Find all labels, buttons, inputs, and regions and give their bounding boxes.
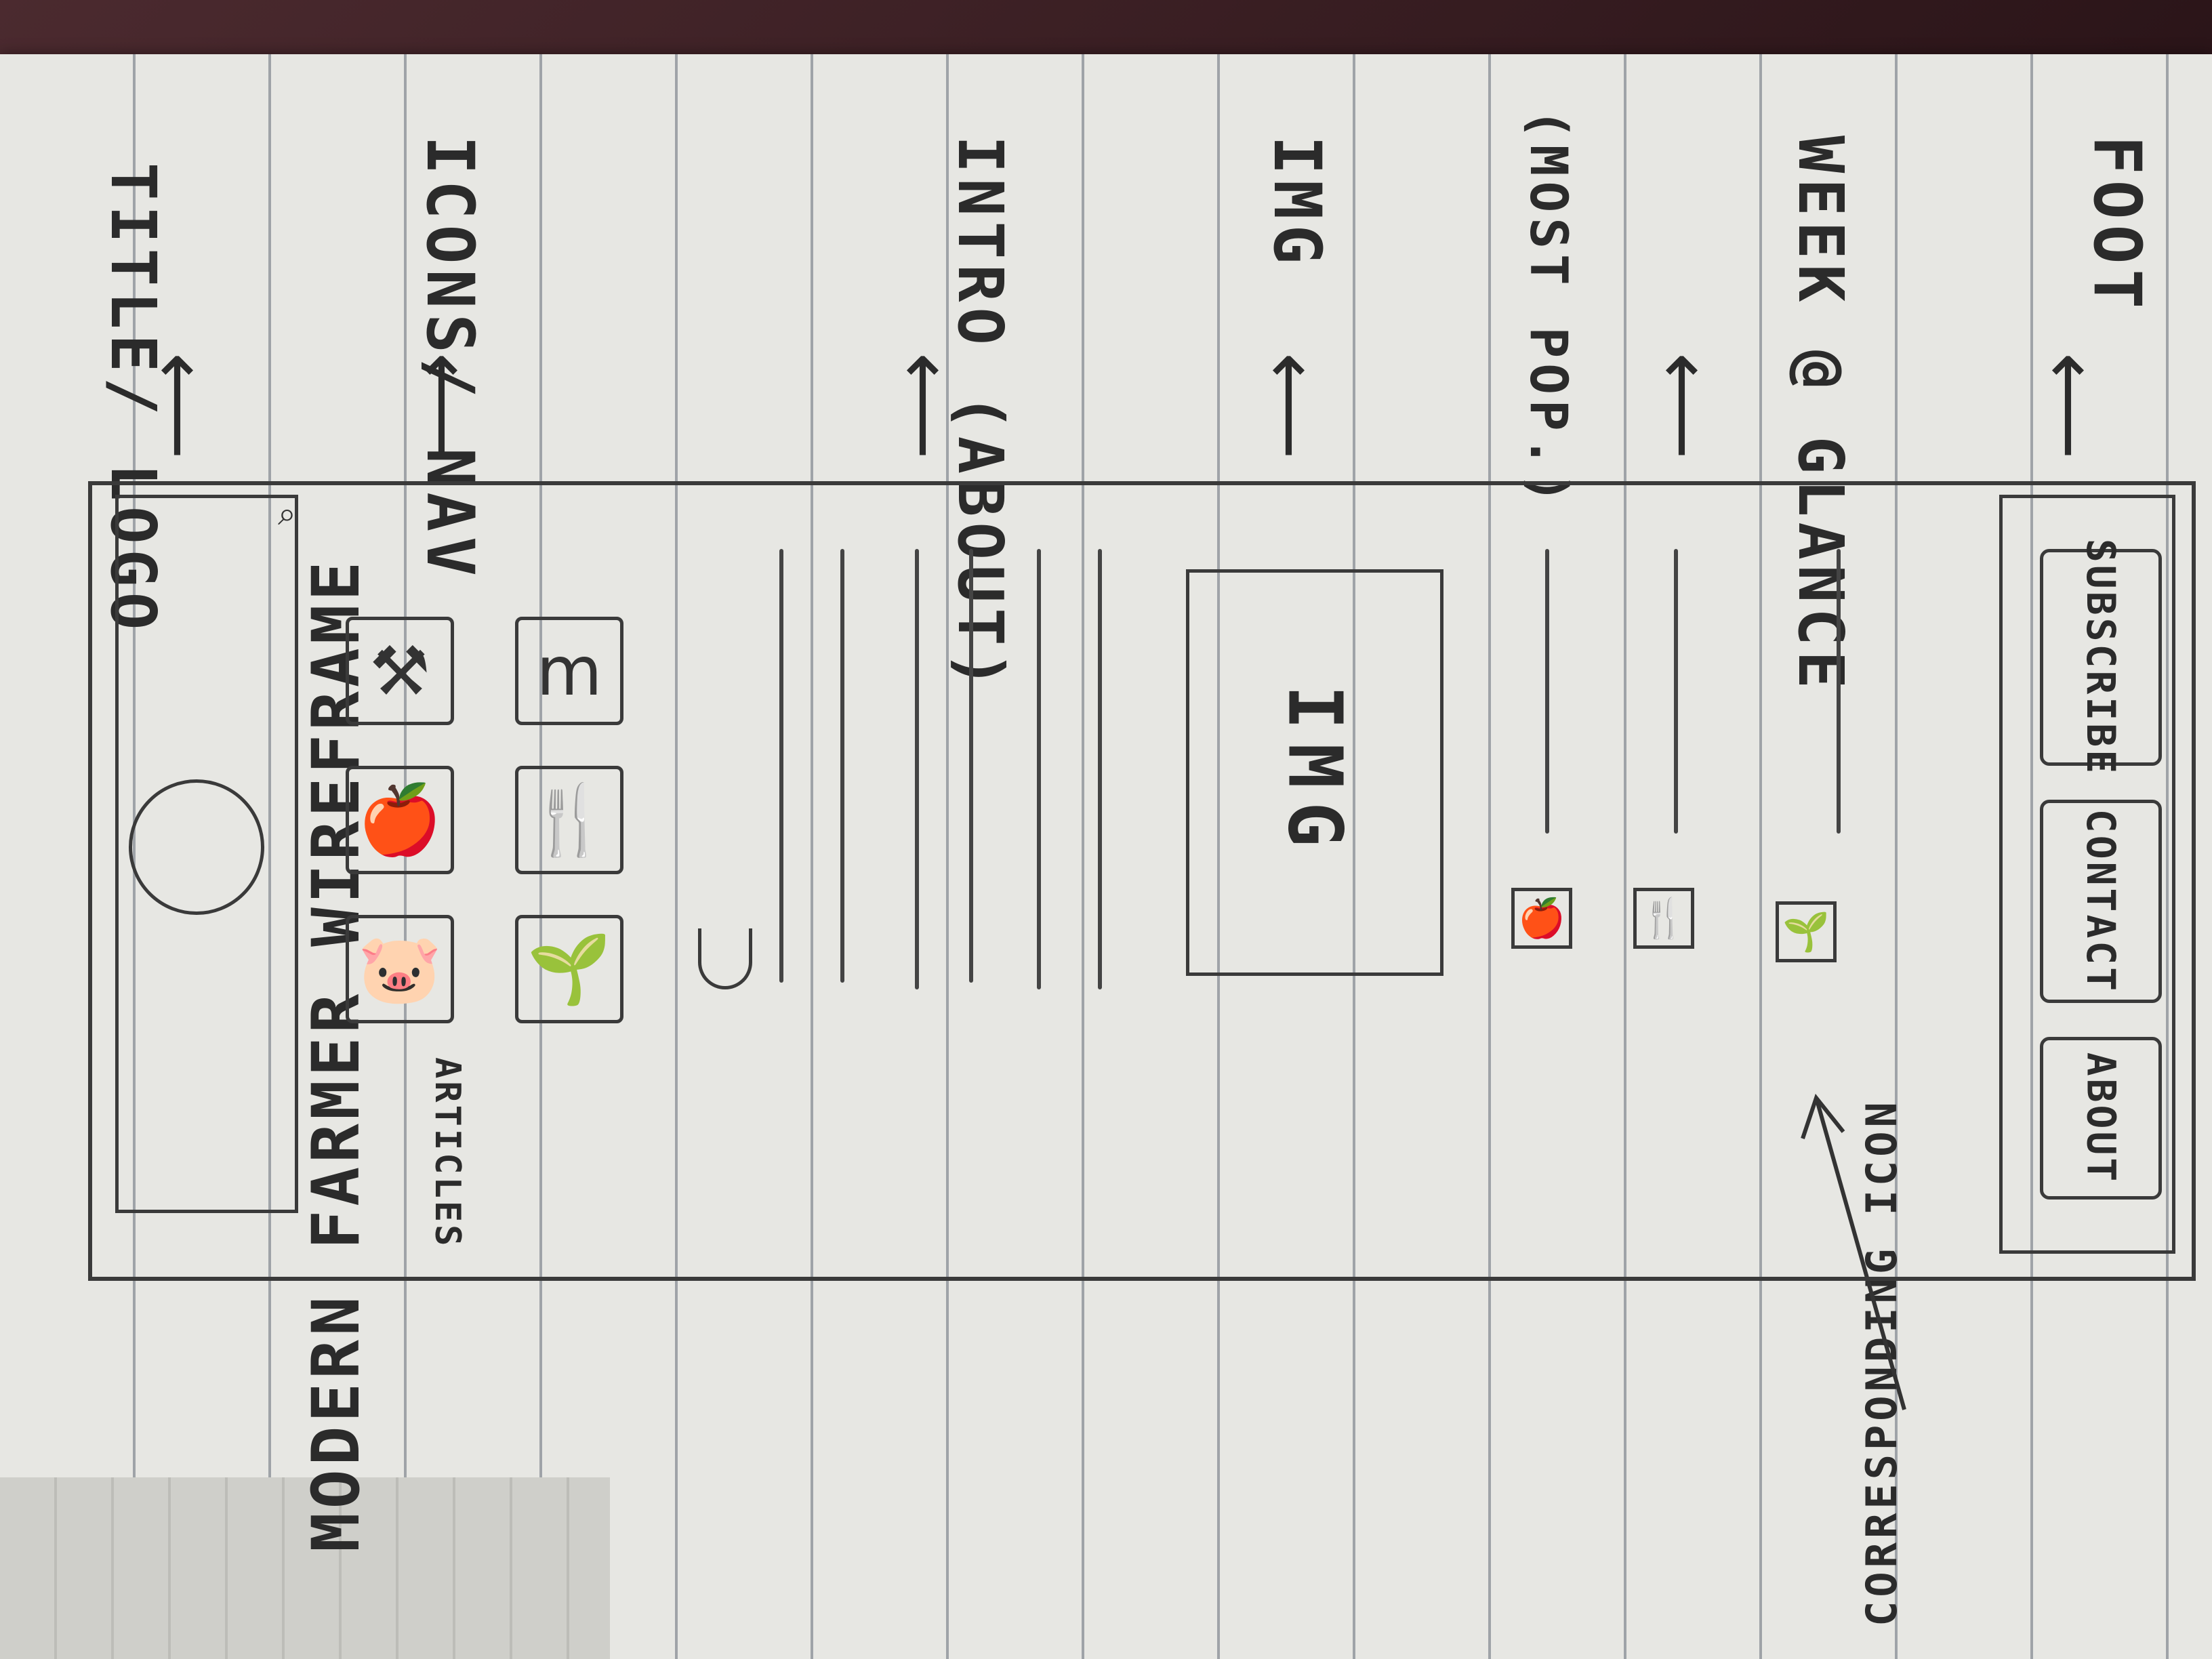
week-item-text [1837,549,1841,834]
annotation-foot: FOOT [2079,136,2155,314]
image-placeholder: IMG [1186,569,1443,976]
intro-text-line [1037,549,1041,989]
search-icon[interactable]: ⌕ [278,495,296,533]
image-placeholder-label: IMG [1271,684,1358,861]
contact-button[interactable]: CONTACT [2040,800,2162,1003]
nav-plant-icon[interactable]: 🌱 [515,915,623,1023]
week-item-apple-icon[interactable]: 🍎 [1511,888,1572,949]
nav-calendar-icon[interactable]: m [515,617,623,725]
notebook-page [0,54,2212,1659]
footer [1999,495,2175,1254]
articles-label: ARTICLES [427,1057,468,1249]
logo[interactable] [129,779,264,915]
pointer-arrow [1801,1093,1906,1410]
header-area [115,495,298,1213]
intro-text-line [915,549,919,989]
subscribe-button[interactable]: SUBSCRIBE [2040,539,2162,776]
annotation-most-pop: (MOST POP.) [1519,108,1579,510]
annotation-img: IMG [1259,136,1335,270]
arrow-icon: ⟵ [1641,352,1727,459]
wireframe-outline [88,481,2196,1281]
intro-text-line [840,549,844,983]
intro-text-line [1098,549,1102,989]
intro-text-line [969,549,973,983]
week-item-text [1545,549,1549,834]
wireframe: ⌕ 🐷 🍎 ⚒ 🌱 🍴 m ARTICLES IMG 🍎 🍴 🌱 ABOUT C… [88,481,2196,1281]
nav-apple-icon[interactable]: 🍎 [346,766,454,874]
week-item-text [1674,549,1678,834]
arrow-icon: ⟵ [1248,352,1334,459]
intro-dropcap [698,928,752,989]
next-page-edge [0,1477,610,1659]
nav-pig-icon[interactable]: 🐷 [346,915,454,1023]
nav-shovel-icon[interactable]: ⚒ [346,617,454,725]
arrow-icon: ⟵ [2027,352,2114,459]
week-item-plant-icon[interactable]: 🌱 [1776,901,1837,962]
about-button[interactable]: ABOUT [2040,1037,2162,1200]
week-item-fork-knife-icon[interactable]: 🍴 [1633,888,1694,949]
nav-fork-knife-icon[interactable]: 🍴 [515,766,623,874]
intro-text-line [779,549,783,983]
